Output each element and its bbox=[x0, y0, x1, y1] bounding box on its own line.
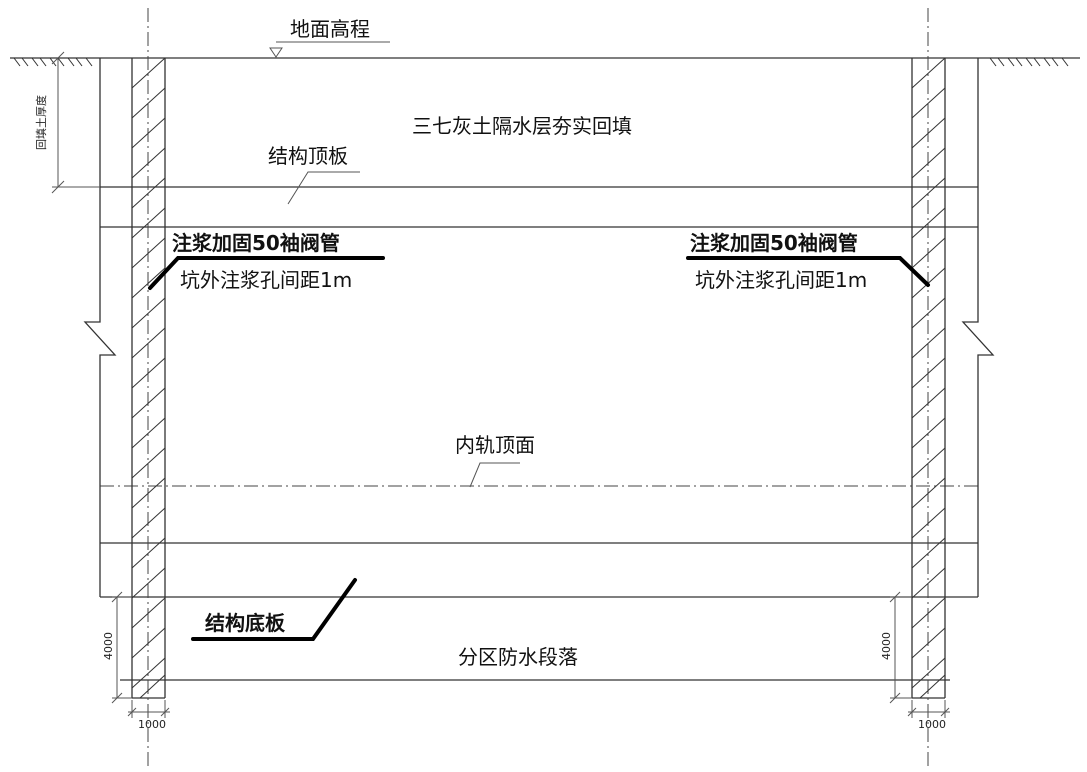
grout-left-leader bbox=[148, 256, 385, 290]
grout-left-line1: 注浆加固50袖阀管 bbox=[172, 231, 340, 255]
roof-slab-label: 结构顶板 bbox=[268, 144, 348, 168]
left-diaphragm-wall bbox=[131, 8, 166, 770]
right-width-value: 1000 bbox=[918, 718, 946, 731]
right-boundary-line bbox=[961, 58, 995, 597]
rail-top-leader bbox=[469, 462, 520, 488]
elevation-triangle-icon bbox=[269, 47, 283, 58]
right-width-dimension bbox=[907, 700, 950, 718]
right-height-value: 4000 bbox=[880, 632, 893, 660]
right-height-dimension bbox=[889, 591, 912, 704]
rail-top-label: 内轨顶面 bbox=[455, 433, 535, 457]
backfill-thickness-dimension bbox=[51, 51, 100, 194]
left-height-value: 4000 bbox=[102, 632, 115, 660]
grout-right-line1: 注浆加固50袖阀管 bbox=[690, 231, 858, 255]
ground-elevation-label: 地面高程 bbox=[290, 17, 370, 41]
left-width-dimension bbox=[127, 700, 170, 718]
left-height-dimension bbox=[111, 591, 132, 704]
left-boundary-line bbox=[83, 58, 117, 597]
waterproof-zone-label: 分区防水段落 bbox=[458, 645, 578, 669]
left-width-value: 1000 bbox=[138, 718, 166, 731]
ground-hatch-right bbox=[989, 57, 1069, 67]
ground-hatch-left bbox=[13, 57, 93, 67]
backfill-thickness-label: 回填土厚度 bbox=[34, 95, 48, 150]
grout-right-line2: 坑外注浆孔间距1m bbox=[695, 268, 867, 292]
floor-slab-leader bbox=[191, 578, 357, 641]
backfill-label: 三七灰土隔水层夯实回填 bbox=[412, 114, 632, 138]
grout-right-leader bbox=[686, 256, 930, 287]
roof-slab-leader bbox=[287, 171, 360, 205]
grout-left-line2: 坑外注浆孔间距1m bbox=[180, 268, 352, 292]
right-diaphragm-wall bbox=[911, 8, 946, 770]
floor-slab-label: 结构底板 bbox=[205, 611, 286, 635]
